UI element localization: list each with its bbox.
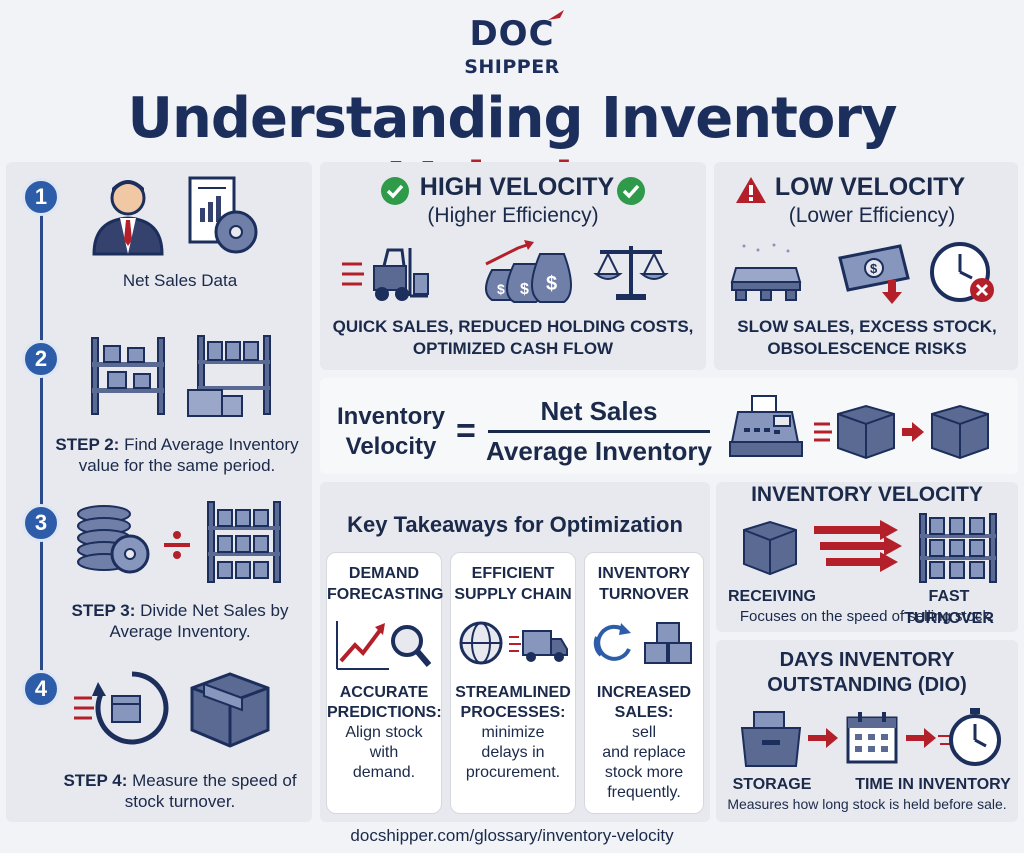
fast-turnover-label: FAST TURNOVER xyxy=(904,588,994,627)
high-velocity-benefits: QUICK SALES, REDUCED HOLDING COSTS, OPTI… xyxy=(332,317,694,358)
takeaway-card-inventory-turnover: INVENTORY TURNOVER INCREASED SALES: sell… xyxy=(584,552,704,814)
arrow-right-icon xyxy=(906,728,936,748)
step-3-text: STEP 3: Divide Net Sales by Average Inve… xyxy=(71,601,289,641)
formula-denominator: Average Inventory xyxy=(486,436,712,466)
storage-label: STORAGE xyxy=(732,776,812,793)
box-transfer-icon xyxy=(814,404,989,460)
low-velocity-risks: SLOW SALES, EXCESS STOCK, OBSOLESCENCE R… xyxy=(737,317,997,358)
step-2-text: STEP 2: Find Average Inventory value for… xyxy=(55,435,299,475)
businessman-icon xyxy=(92,180,164,256)
globe-truck-icon xyxy=(459,621,568,665)
step-4-text: STEP 4: Measure the speed of stock turno… xyxy=(63,771,297,811)
check-circle-icon xyxy=(617,177,645,205)
sales-report-disc-icon xyxy=(188,176,258,254)
step-2-badge: 2 xyxy=(22,340,60,378)
calendar-icon xyxy=(846,712,898,764)
low-velocity-title: LOW VELOCITY xyxy=(774,173,966,201)
card-description: minimize delays in procurement. xyxy=(465,724,561,781)
clock-cancel-icon xyxy=(930,242,994,302)
formula-lhs: Inventory Velocity xyxy=(336,403,446,460)
high-velocity-title: HIGH VELOCITY xyxy=(419,173,615,201)
step-1-text: Net Sales Data xyxy=(122,271,238,290)
warehouse-shelves-icon xyxy=(91,337,165,415)
low-velocity-subtitle: (Lower Efficiency) xyxy=(788,204,956,227)
dio-caption: Measures how long stock is held before s… xyxy=(727,796,1007,812)
fraction-bar xyxy=(488,430,710,433)
formula-equals: = xyxy=(456,412,476,450)
receiving-box-icon xyxy=(743,520,797,576)
time-in-inventory-label: TIME IN INVENTORY xyxy=(855,776,1011,793)
falling-cash-icon: $ xyxy=(838,244,910,304)
dio-title: DAYS INVENTORY OUTSTANDING (DIO) xyxy=(767,649,967,696)
cardboard-box-icon xyxy=(190,672,270,748)
source-url[interactable]: docshipper.com/glossary/inventory-veloci… xyxy=(350,826,674,845)
card-subtitle: STREAMLINED PROCESSES: xyxy=(455,684,571,721)
card-title: DEMAND FORECASTING xyxy=(327,565,444,603)
high-velocity-subtitle: (Higher Efficiency) xyxy=(427,204,599,227)
inventory-shelves-icon xyxy=(207,501,281,583)
step-3-badge: 3 xyxy=(22,504,60,542)
disc-stack-icon xyxy=(77,505,150,574)
brand-logo-top: DOC xyxy=(469,14,555,54)
svg-text:$: $ xyxy=(870,261,878,276)
svg-text:$: $ xyxy=(546,273,557,295)
trend-magnifier-icon xyxy=(336,621,432,670)
divide-icon xyxy=(164,531,190,559)
step-1-badge: 1 xyxy=(22,178,60,216)
step-4-badge: 4 xyxy=(22,670,60,708)
svg-text:$: $ xyxy=(497,281,505,297)
inventory-velocity-caption: Focuses on the speed of selling stock. xyxy=(739,608,995,625)
stocked-shelves-icon xyxy=(187,335,271,417)
storage-bin-icon xyxy=(740,711,802,767)
takeaway-card-efficient-supply-chain: EFFICIENT SUPPLY CHAIN STREAMLINED PROCE… xyxy=(450,552,576,814)
title-main: Understanding Inventory xyxy=(127,86,898,151)
card-description: sell and replace stock more frequently. xyxy=(602,724,686,801)
svg-text:$: $ xyxy=(520,281,529,298)
card-title: INVENTORY TURNOVER xyxy=(597,565,691,603)
card-subtitle: INCREASED SALES: xyxy=(596,684,692,721)
money-bags-icon: $ $ $ xyxy=(485,240,572,303)
takeaways-title: Key Takeaways for Optimization xyxy=(347,512,683,537)
dusty-pallet-icon xyxy=(730,243,802,301)
steps-connector-line xyxy=(40,200,43,700)
takeaway-card-demand-forecasting: DEMAND FORECASTING ACCURATE PREDICTIONS:… xyxy=(326,552,444,814)
cycling-box-icon xyxy=(74,671,169,745)
turnover-shelves-icon xyxy=(919,513,997,583)
fast-arrows-icon xyxy=(814,520,902,572)
plane-icon xyxy=(548,10,564,20)
warning-icon xyxy=(736,177,766,203)
forklift-icon xyxy=(342,248,429,301)
arrow-right-icon xyxy=(808,728,838,748)
inventory-velocity-title: INVENTORY VELOCITY xyxy=(751,483,983,506)
card-subtitle: ACCURATE PREDICTIONS: xyxy=(327,684,442,721)
receiving-label: RECEIVING xyxy=(727,588,816,605)
refresh-boxes-icon xyxy=(593,622,692,664)
card-description: Align stock with demand. xyxy=(345,724,423,781)
stopwatch-icon xyxy=(938,708,1001,766)
brand-logo-bottom: SHIPPER xyxy=(464,56,560,78)
formula-panel xyxy=(320,378,1018,474)
formula-numerator: Net Sales xyxy=(540,396,658,426)
card-title: EFFICIENT SUPPLY CHAIN xyxy=(454,565,572,603)
balance-scale-icon xyxy=(593,246,669,300)
check-circle-icon xyxy=(381,177,409,205)
cash-register-icon xyxy=(729,395,803,457)
